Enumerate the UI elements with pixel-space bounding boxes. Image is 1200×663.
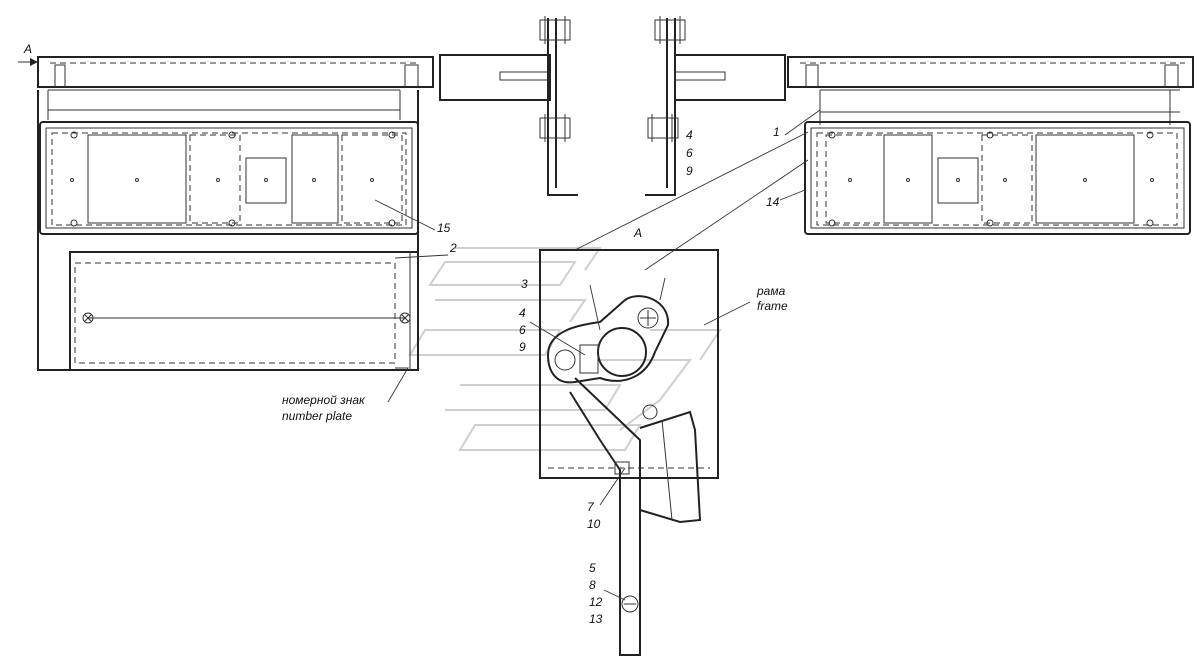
callout-15: 15 <box>437 221 451 235</box>
svg-text:6: 6 <box>519 323 526 337</box>
svg-text:4: 4 <box>686 128 693 142</box>
number-plate-label: номерной знак number plate <box>282 393 366 423</box>
svg-text:13: 13 <box>589 612 603 626</box>
frame-label: рама frame <box>756 284 788 313</box>
svg-text:12: 12 <box>589 595 603 609</box>
view-label: A <box>23 42 32 56</box>
section-label: A <box>633 226 642 240</box>
callout-1: 1 <box>773 125 780 139</box>
callout-group-4-6-9-section: 4 6 9 <box>519 306 526 354</box>
svg-text:9: 9 <box>519 340 526 354</box>
svg-text:рама: рама <box>756 284 786 298</box>
svg-text:frame: frame <box>757 299 788 313</box>
leader-lines <box>374 109 821 601</box>
svg-text:4: 4 <box>519 306 526 320</box>
center-bracket-views <box>439 16 786 196</box>
callout-group-5-8-12-13: 5 8 12 13 <box>589 561 603 626</box>
svg-text:7: 7 <box>587 500 595 514</box>
callout-3: 3 <box>521 277 528 291</box>
callout-2: 2 <box>449 241 457 255</box>
view-arrow: A <box>18 42 38 66</box>
left-light-assembly <box>37 56 434 371</box>
svg-text:номерной знак: номерной знак <box>282 393 366 407</box>
callout-group-7-10: 7 10 <box>587 500 601 531</box>
svg-text:6: 6 <box>686 146 693 160</box>
svg-text:8: 8 <box>589 578 596 592</box>
svg-text:5: 5 <box>589 561 596 575</box>
right-light-assembly <box>787 56 1194 235</box>
callout-group-4-6-9-top: 4 6 9 <box>686 128 693 178</box>
svg-text:9: 9 <box>686 164 693 178</box>
section-a-view <box>539 249 719 656</box>
svg-text:number plate: number plate <box>282 409 352 423</box>
watermark-logo <box>408 247 722 451</box>
callout-labels: 15 2 1 14 3 A 4 6 9 4 6 9 7 10 5 8 12 13… <box>282 125 788 626</box>
callout-14: 14 <box>766 195 780 209</box>
svg-text:10: 10 <box>587 517 601 531</box>
